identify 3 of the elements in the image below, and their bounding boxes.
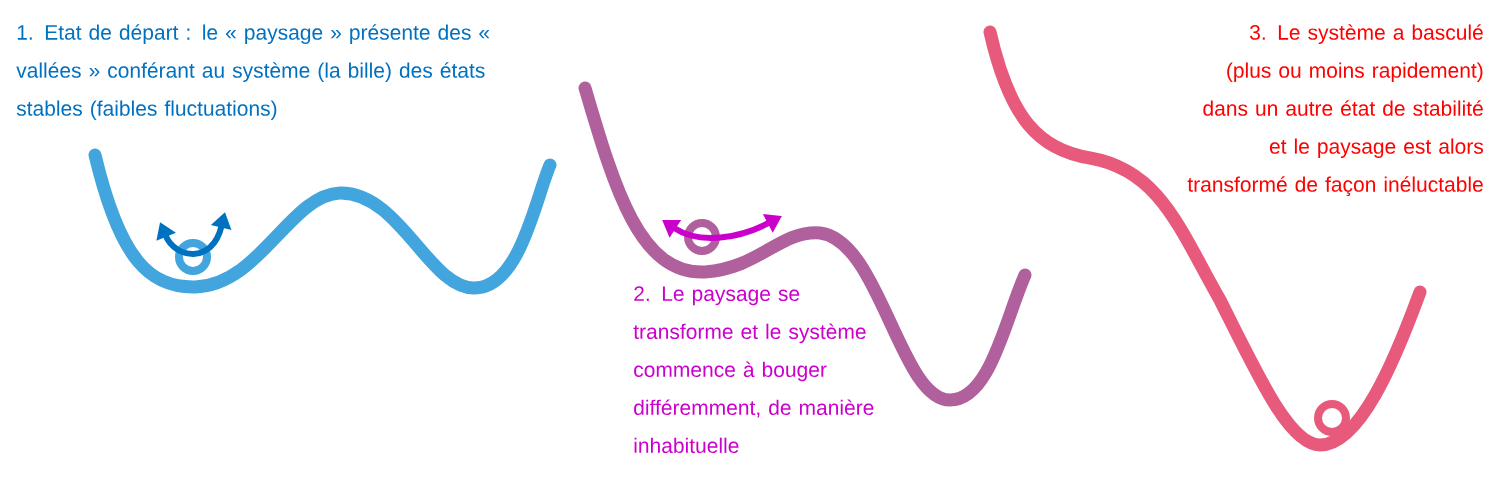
annotation-text: 3. Le système a basculé (plus ou moins rapidement) dans un autre état de stabilité et le paysage est alors transformé de façon inéluctable: [1187, 24, 1483, 197]
annotation-text: 1. Etat de départ : le « paysage » présente des « vallées » conférant au système (la bille) des états stables (faibles fluctuations): [16, 24, 490, 120]
annotation-text: 2. Le paysage se transforme et le système commence à bouger différemment, de manière inhabituelle: [633, 286, 874, 454]
